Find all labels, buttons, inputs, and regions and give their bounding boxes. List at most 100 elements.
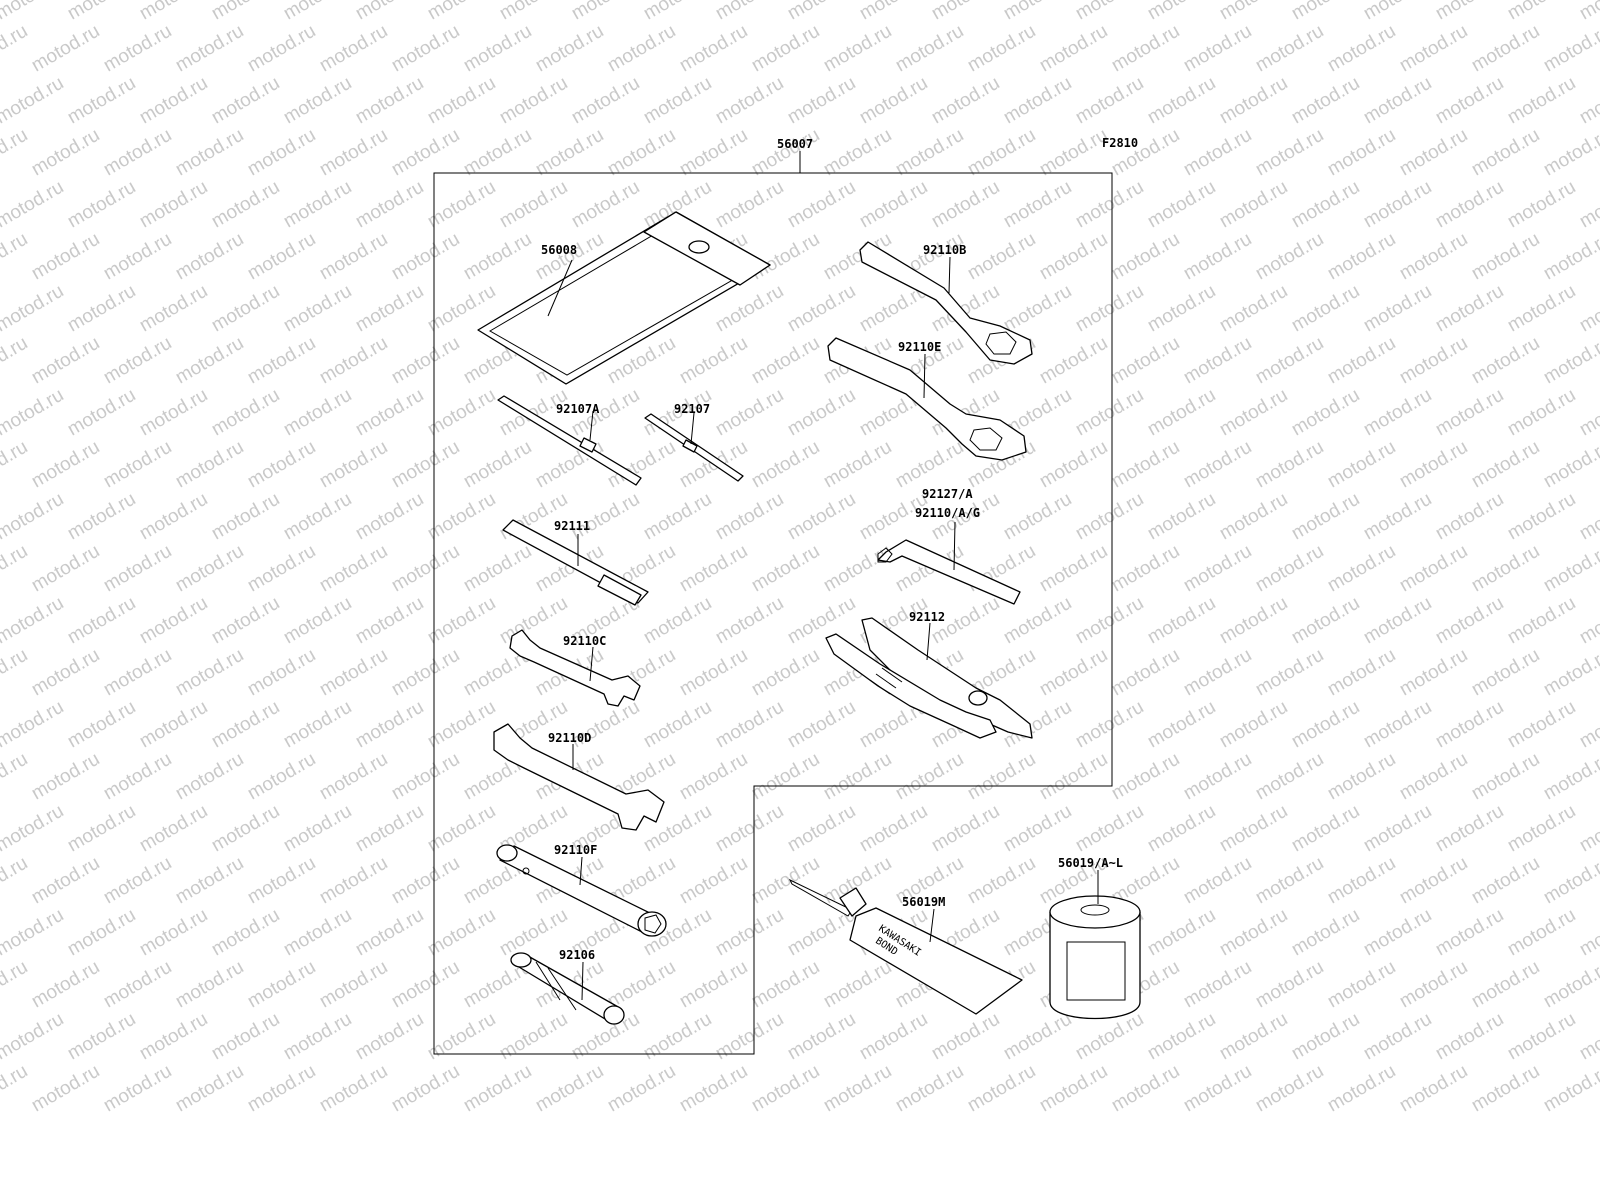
watermark-text: motod.ru [1288,73,1363,129]
watermark-text: motod.ru [424,73,499,129]
watermark-text: motod.ru [0,177,67,233]
watermark-text: motod.ru [1324,1061,1399,1117]
watermark-text: motod.ru [676,125,751,181]
watermark-text: motod.ru [244,21,319,77]
watermark-text: motod.ru [136,73,211,129]
watermark-text: motod.ru [1540,437,1600,493]
watermark-text: motod.ru [460,1061,535,1117]
watermark-text: motod.ru [676,333,751,389]
watermark-text: motod.ru [1504,593,1579,649]
watermark-text: motod.ru [136,385,211,441]
watermark-text: motod.ru [1396,749,1471,805]
watermark-text: motod.ru [64,281,139,337]
watermark-text: motod.ru [64,177,139,233]
watermark-text: motod.ru [1144,593,1219,649]
watermark-text: motod.ru [1108,125,1183,181]
watermark-text: motod.ru [388,957,463,1013]
watermark-text: motod.ru [1432,385,1507,441]
watermark-text: motod.ru [28,125,103,181]
watermark-text: motod.ru [928,0,1003,24]
watermark-text: motod.ru [784,281,859,337]
watermark-text: motod.ru [460,541,535,597]
watermark-text: motod.ru [1324,853,1399,909]
watermark-text: motod.ru [1396,1061,1471,1117]
watermark-text: motod.ru [1396,645,1471,701]
watermark-text: motod.ru [316,21,391,77]
watermark-text: motod.ru [0,1061,31,1117]
watermark-text: motod.ru [1072,281,1147,337]
callout-handle: 92111 [554,519,590,533]
watermark-text: motod.ru [1144,905,1219,961]
watermark-text: motod.ru [532,21,607,77]
watermark-text: motod.ru [1144,177,1219,233]
leader-screwdriver-a [589,410,594,441]
watermark-text: motod.ru [820,1061,895,1117]
watermark-text: motod.ru [892,1061,967,1117]
watermark-text: motod.ru [1468,1061,1543,1117]
watermark-text: motod.ru [1540,541,1600,597]
watermark-text: motod.ru [676,645,751,701]
watermark-text: motod.ru [0,541,31,597]
watermark-text: motod.ru [100,749,175,805]
watermark-text: motod.ru [64,0,139,24]
watermark-text: motod.ru [1504,177,1579,233]
watermark-text: motod.ru [1576,385,1600,441]
watermark-text: motod.ru [100,229,175,285]
watermark-text: motod.ru [1180,1061,1255,1117]
watermark-text: motod.ru [1360,489,1435,545]
watermark-text: motod.ru [0,229,31,285]
callout-ring-e: 92110E [898,340,941,354]
assembly-number: 56007 [777,137,813,151]
watermark-text: motod.ru [1324,645,1399,701]
watermark-text: motod.ru [136,0,211,24]
watermark-text: motod.ru [712,697,787,753]
watermark-text: motod.ru [532,1061,607,1117]
oil-can [1049,895,1141,1020]
watermark-text: motod.ru [172,333,247,389]
watermark-text: motod.ru [352,593,427,649]
watermark-text: motod.ru [1324,541,1399,597]
watermark-text: motod.ru [0,73,67,129]
watermark-text: motod.ru [28,957,103,1013]
watermark-text: motod.ru [1216,905,1291,961]
watermark-text: motod.ru [1360,0,1435,24]
bond-tube-56019m: KAWASAKI BOND [788,878,1023,1015]
watermark-text: motod.ru [1576,593,1600,649]
watermark-text: motod.ru [1216,177,1291,233]
watermark-text: motod.ru [424,697,499,753]
watermark-text: motod.ru [1036,229,1111,285]
watermark-text: motod.ru [1180,21,1255,77]
watermark-text: motod.ru [1216,593,1291,649]
watermark-text: motod.ru [1360,593,1435,649]
watermark-text: motod.ru [208,385,283,441]
watermark-text: motod.ru [784,177,859,233]
watermark-text: motod.ru [424,385,499,441]
watermark-text: motod.ru [136,801,211,857]
watermark-text: motod.ru [208,489,283,545]
watermark-text: motod.ru [1252,229,1327,285]
watermark-text: motod.ru [1072,385,1147,441]
watermark-text: motod.ru [208,593,283,649]
callout-can: 56019/A~L [1058,856,1123,870]
watermark-text: motod.ru [1468,853,1543,909]
watermark-text: motod.ru [1108,749,1183,805]
watermark-text: motod.ru [1036,645,1111,701]
watermark-text: motod.ru [1108,229,1183,285]
watermark-text: motod.ru [28,645,103,701]
watermark-text: motod.ru [1432,593,1507,649]
watermark-text: motod.ru [1468,541,1543,597]
watermark-text: motod.ru [172,645,247,701]
watermark-text: motod.ru [964,1061,1039,1117]
watermark-text: motod.ru [1180,541,1255,597]
watermark-text: motod.ru [1108,21,1183,77]
watermark-text: motod.ru [1180,125,1255,181]
watermark-text: motod.ru [460,21,535,77]
watermark-text: motod.ru [1360,281,1435,337]
watermark-text: motod.ru [1216,1009,1291,1065]
watermark-text: motod.ru [748,229,823,285]
watermark-text: motod.ru [640,0,715,24]
watermark-text: motod.ru [1540,229,1600,285]
watermark-text: motod.ru [604,1061,679,1117]
watermark-text: motod.ru [1288,281,1363,337]
watermark-text: motod.ru [1468,229,1543,285]
